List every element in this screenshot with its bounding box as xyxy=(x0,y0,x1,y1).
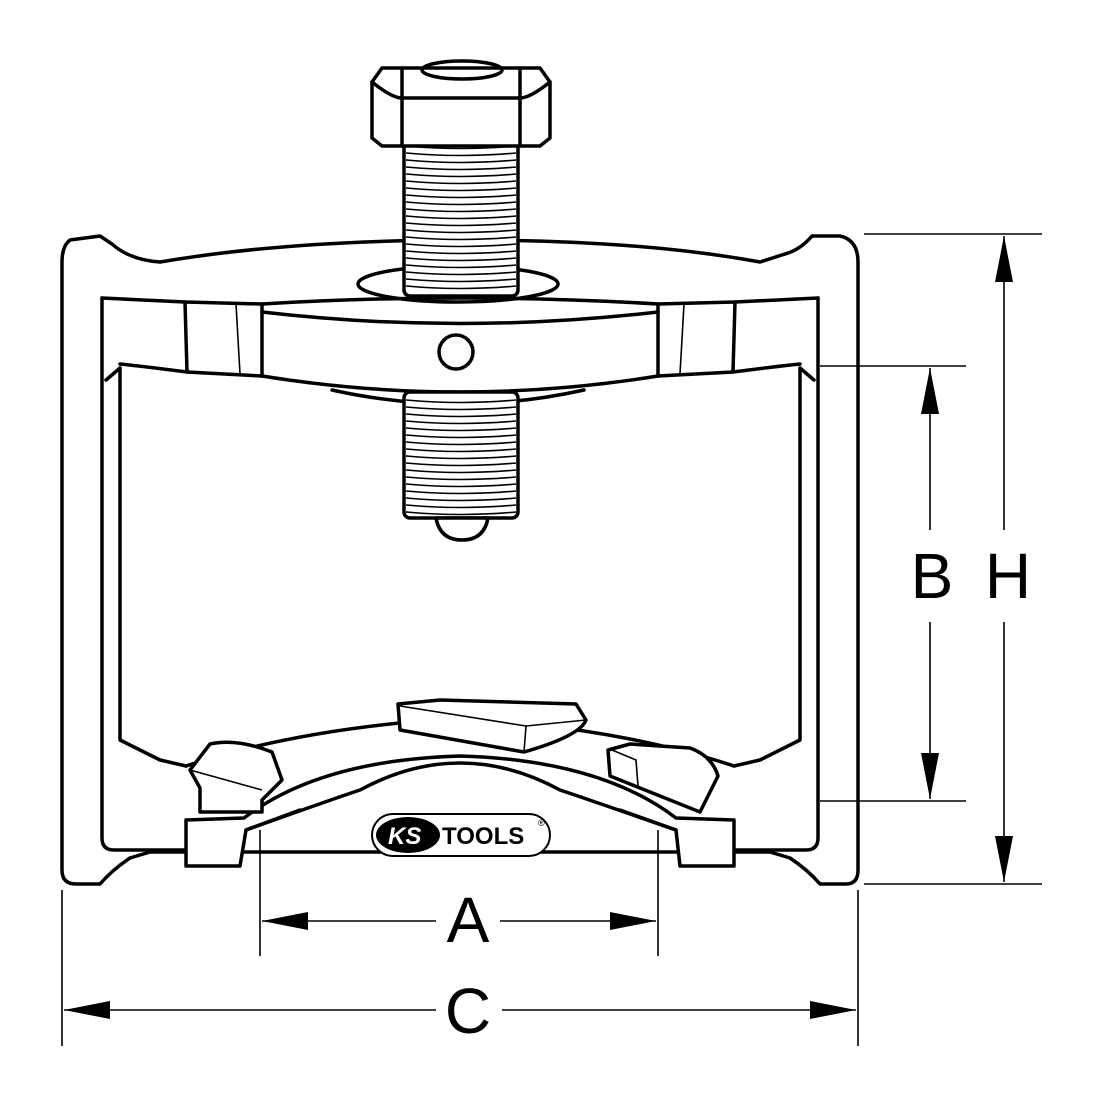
thread-line xyxy=(405,215,517,220)
dimension-h-label: H xyxy=(985,540,1031,612)
thread-line xyxy=(405,285,517,290)
thread-line xyxy=(405,455,517,460)
thread-line xyxy=(405,236,517,241)
puller-frame xyxy=(60,234,860,886)
thread-line xyxy=(405,152,517,157)
thread-line xyxy=(405,490,517,495)
thread-line xyxy=(405,250,517,255)
thread-line xyxy=(405,166,517,171)
logo-ks-oval xyxy=(376,817,440,853)
thread-line xyxy=(405,278,517,283)
left-jaw-arm xyxy=(104,366,188,768)
thread-line xyxy=(405,441,517,446)
thread-line xyxy=(405,448,517,453)
thread-line xyxy=(405,469,517,474)
thread-line xyxy=(405,462,517,467)
dimension-c: C xyxy=(61,890,859,1047)
logo-registered-mark: ® xyxy=(538,818,545,828)
thread-line xyxy=(405,427,517,432)
thread-line xyxy=(405,420,517,425)
brand-logo: KS TOOLS ® xyxy=(371,813,551,857)
thread-line xyxy=(405,399,517,404)
right-jaw-arm xyxy=(732,366,816,768)
thread-line xyxy=(405,159,517,164)
thread-line xyxy=(405,201,517,206)
thread-line xyxy=(405,222,517,227)
dimension-b-label: B xyxy=(911,540,954,612)
bottom-jaw-plate xyxy=(184,698,736,868)
thread-line xyxy=(405,208,517,213)
thread-line xyxy=(405,476,517,481)
dimension-a: A xyxy=(259,830,659,956)
hex-head-nut xyxy=(370,59,552,148)
thread-line xyxy=(405,173,517,178)
thread-line xyxy=(405,180,517,185)
thread-line xyxy=(405,194,517,199)
dimension-b: B xyxy=(820,365,966,802)
dimension-h: H xyxy=(864,233,1042,885)
pivot-pin xyxy=(437,333,475,371)
thread-line xyxy=(405,434,517,439)
thread-line xyxy=(405,504,517,509)
thread-line xyxy=(405,257,517,262)
thread-line xyxy=(405,497,517,502)
thread-line xyxy=(405,271,517,276)
thread-line xyxy=(405,187,517,192)
logo-tools-text: TOOLS xyxy=(442,823,524,850)
thread-line xyxy=(405,511,517,516)
thread-line xyxy=(405,243,517,248)
thread-line xyxy=(405,406,517,411)
dimension-c-label: C xyxy=(445,975,491,1047)
thread-line xyxy=(405,413,517,418)
thread-line xyxy=(405,264,517,269)
logo-ks-text: KS xyxy=(388,823,421,850)
thread-line xyxy=(405,483,517,488)
thread-line xyxy=(405,229,517,234)
dimension-a-label: A xyxy=(447,884,490,956)
